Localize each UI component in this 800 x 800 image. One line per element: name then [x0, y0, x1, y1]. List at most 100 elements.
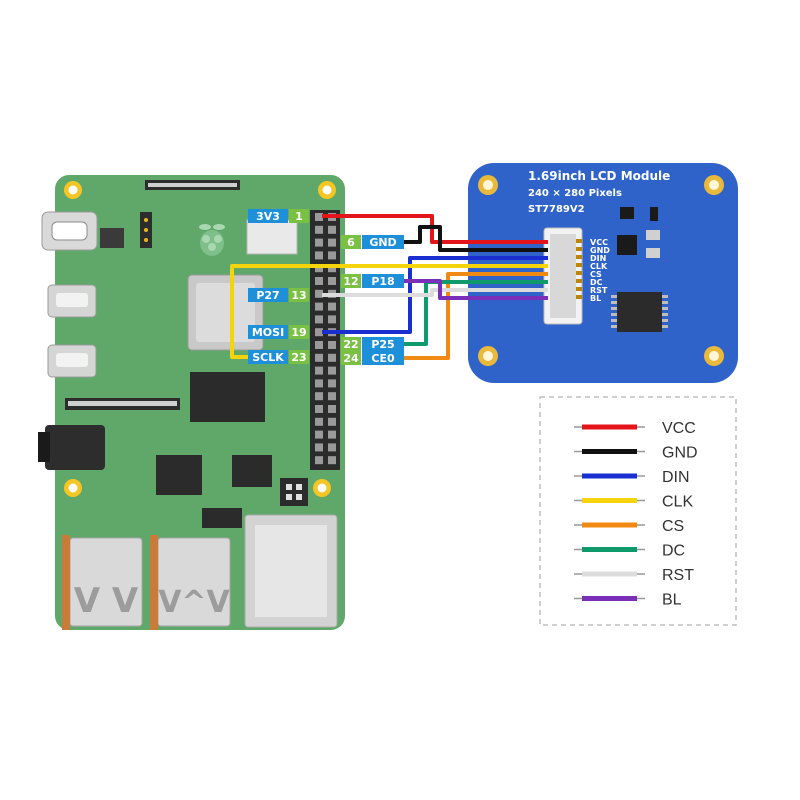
gpio-pin [315, 289, 323, 298]
gpio-pin [328, 417, 336, 426]
pi-pin-labels: 3V3 1 P27 13 MOSI 19 SCLK 23 6 GND [248, 209, 404, 365]
lcd-pcb [468, 163, 738, 383]
gpio-pin [315, 238, 323, 247]
raspberry-pi-logo-icon [199, 224, 225, 256]
legend-label-rst: RST [662, 567, 694, 584]
gpio-pin [315, 366, 323, 375]
lcd-title: 1.69inch LCD Module [528, 169, 670, 183]
wire-bl [404, 279, 548, 300]
gpio-pin [315, 251, 323, 260]
label-3v3-num: 1 [295, 210, 303, 223]
gpio-pin [315, 213, 323, 221]
gpio-pin [315, 315, 323, 324]
lcd-pin-label: CLK [590, 262, 608, 271]
lcd-pin-label: CS [590, 270, 602, 279]
wire-gnd [404, 225, 548, 252]
wire-rst [322, 288, 548, 297]
label-sclk-text: SCLK [252, 351, 284, 364]
wires [230, 214, 548, 360]
gpio-pin [328, 315, 336, 324]
label-gnd-text: GND [369, 236, 396, 249]
lcd-pin-label: GND [590, 246, 610, 255]
wire-dc [404, 280, 548, 346]
gpio-pin [315, 443, 323, 452]
label-gnd-num: 6 [347, 236, 355, 249]
gpio-pin [315, 328, 323, 337]
label-mosi: MOSI 19 [248, 325, 309, 339]
label-p18-text: P18 [371, 275, 394, 288]
label-mosi-num: 19 [291, 326, 306, 339]
gpio-pin [315, 405, 323, 413]
gpio-pin [328, 443, 336, 452]
label-p27: P27 13 [248, 288, 309, 302]
legend-label-vcc: VCC [662, 420, 696, 437]
gpio-pin [328, 430, 336, 439]
label-p25-num: 22 [343, 338, 358, 351]
label-sclk: SCLK 23 [248, 350, 309, 364]
label-mosi-text: MOSI [252, 326, 284, 339]
gpio-pin [315, 417, 323, 426]
gpio-pin [328, 264, 336, 273]
gpio-pin [315, 225, 323, 234]
label-gnd: 6 GND [341, 235, 404, 249]
wire-color-legend: VCC GND DIN CLK CS DC RST BL [539, 396, 737, 626]
gpio-pin [315, 277, 323, 285]
lcd-resolution: 240 × 280 Pixels [528, 188, 622, 199]
gpio-pins [315, 213, 336, 465]
gpio-pin [328, 238, 336, 247]
gpio-pin [315, 302, 323, 311]
gpio-pin [315, 430, 323, 439]
label-ce0: 24 CE0 [341, 351, 404, 365]
label-3v3: 3V3 1 [248, 209, 309, 223]
lcd-driver: ST7789V2 [528, 204, 585, 215]
gpio-pin [328, 366, 336, 375]
legend-box [539, 396, 737, 626]
gpio-pin [328, 405, 336, 413]
gpio-pin [328, 251, 336, 260]
wire-cs [404, 272, 548, 360]
audio-jack [45, 425, 105, 470]
raspberry-pi-board: V V V^V [38, 175, 345, 630]
label-p27-num: 13 [291, 289, 306, 302]
gpio-pin [315, 264, 323, 273]
gpio-pin [315, 456, 323, 465]
label-3v3-text: 3V3 [256, 210, 280, 223]
wire-clk [230, 264, 548, 359]
gpio-pin [315, 392, 323, 401]
gpio-pin [315, 379, 323, 388]
svg-text:V^V: V^V [158, 585, 230, 620]
legend-label-cs: CS [662, 518, 684, 535]
legend-label-dc: DC [662, 543, 685, 560]
gpio-pin [328, 225, 336, 234]
label-p18-num: 12 [343, 275, 358, 288]
gpio-pin [328, 302, 336, 311]
label-p25-text: P25 [371, 338, 394, 351]
svg-text:V V: V V [74, 581, 139, 621]
lcd-driver-ic [617, 292, 662, 332]
lcd-pin-label: DIN [590, 254, 606, 263]
gpio-pin [328, 341, 336, 349]
legend-label-gnd: GND [662, 445, 698, 462]
label-sclk-num: 23 [291, 351, 306, 364]
gpio-pin [315, 353, 323, 362]
legend-label-clk: CLK [662, 494, 693, 511]
lcd-pin-label: VCC [590, 238, 608, 247]
gpio-pin [328, 379, 336, 388]
label-p27-text: P27 [256, 289, 279, 302]
gpio-pin [328, 392, 336, 401]
lcd-pin-label: RST [590, 286, 608, 295]
label-p18: 12 P18 [341, 274, 404, 288]
label-p25: 22 P25 [341, 337, 404, 351]
gpio-pin [328, 353, 336, 362]
gpio-pin [315, 341, 323, 349]
lcd-pin-label: BL [590, 294, 601, 303]
ram-chip [190, 372, 265, 422]
label-ce0-num: 24 [343, 352, 359, 365]
legend-label-din: DIN [662, 469, 690, 486]
gpio-pin [328, 456, 336, 465]
legend-label-bl: BL [662, 592, 682, 609]
lcd-module: 1.69inch LCD Module 240 × 280 Pixels ST7… [468, 163, 738, 383]
gpio-pin [328, 277, 336, 285]
